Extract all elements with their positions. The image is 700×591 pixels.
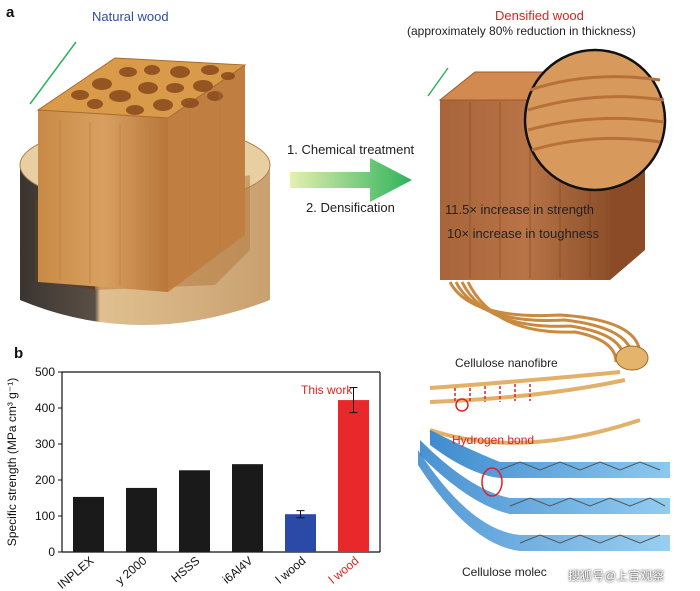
step-densification: 2. Densification — [306, 200, 395, 215]
panel-b-letter: b — [14, 345, 23, 362]
cellulose-molecules-label: Cellulose molec — [462, 565, 547, 579]
strength-stat: 11.5× increase in strength — [445, 202, 594, 217]
y-tick-label-4: 400 — [35, 401, 55, 415]
toughness-stat: 10× increase in toughness — [447, 226, 599, 241]
watermark: 搜狐号@上官观察 — [568, 567, 664, 584]
this-work-annotation: This work — [301, 383, 352, 397]
process-arrow-icon — [290, 158, 412, 202]
bar-1 — [126, 488, 157, 552]
hydrogen-bond-label: Hydrogen bond — [452, 433, 534, 447]
y-tick-label-2: 200 — [35, 473, 55, 487]
x-tick-label-1: y 2000 — [113, 553, 150, 587]
bar-2 — [179, 470, 210, 552]
x-tick-label-5: l wood — [326, 554, 362, 587]
bar-5 — [338, 400, 369, 552]
x-tick-label-3: i6Al4V — [220, 554, 256, 587]
y-tick-label-5: 500 — [35, 365, 55, 379]
y-tick-label-1: 100 — [35, 509, 55, 523]
y-tick-label-3: 300 — [35, 437, 55, 451]
bar-4 — [285, 514, 316, 552]
natural-wood-block — [30, 42, 245, 292]
x-tick-label-0: INPLEX — [55, 554, 97, 591]
y-tick-label-0: 0 — [48, 545, 55, 559]
step-chemical-treatment: 1. Chemical treatment — [287, 142, 414, 157]
bundle-end — [616, 346, 648, 370]
bar-0 — [73, 497, 104, 552]
y-axis-label: Specific strength (MPa cm³ g⁻¹) — [5, 378, 19, 546]
nanofibre-bundle — [450, 282, 640, 362]
cellulose-nanofibre-label: Cellulose nanofibre — [455, 356, 558, 370]
cellulose-ribbons — [418, 430, 670, 551]
specific-strength-chart: INPLEX y 2000 HSSS i6Al4V l wood l wood 0 100 2… — [5, 365, 380, 591]
zoom-circle — [525, 50, 665, 190]
bar-3 — [232, 464, 263, 552]
x-tick-label-4: l wood — [273, 554, 309, 587]
x-tick-label-2: HSSS — [168, 554, 202, 586]
